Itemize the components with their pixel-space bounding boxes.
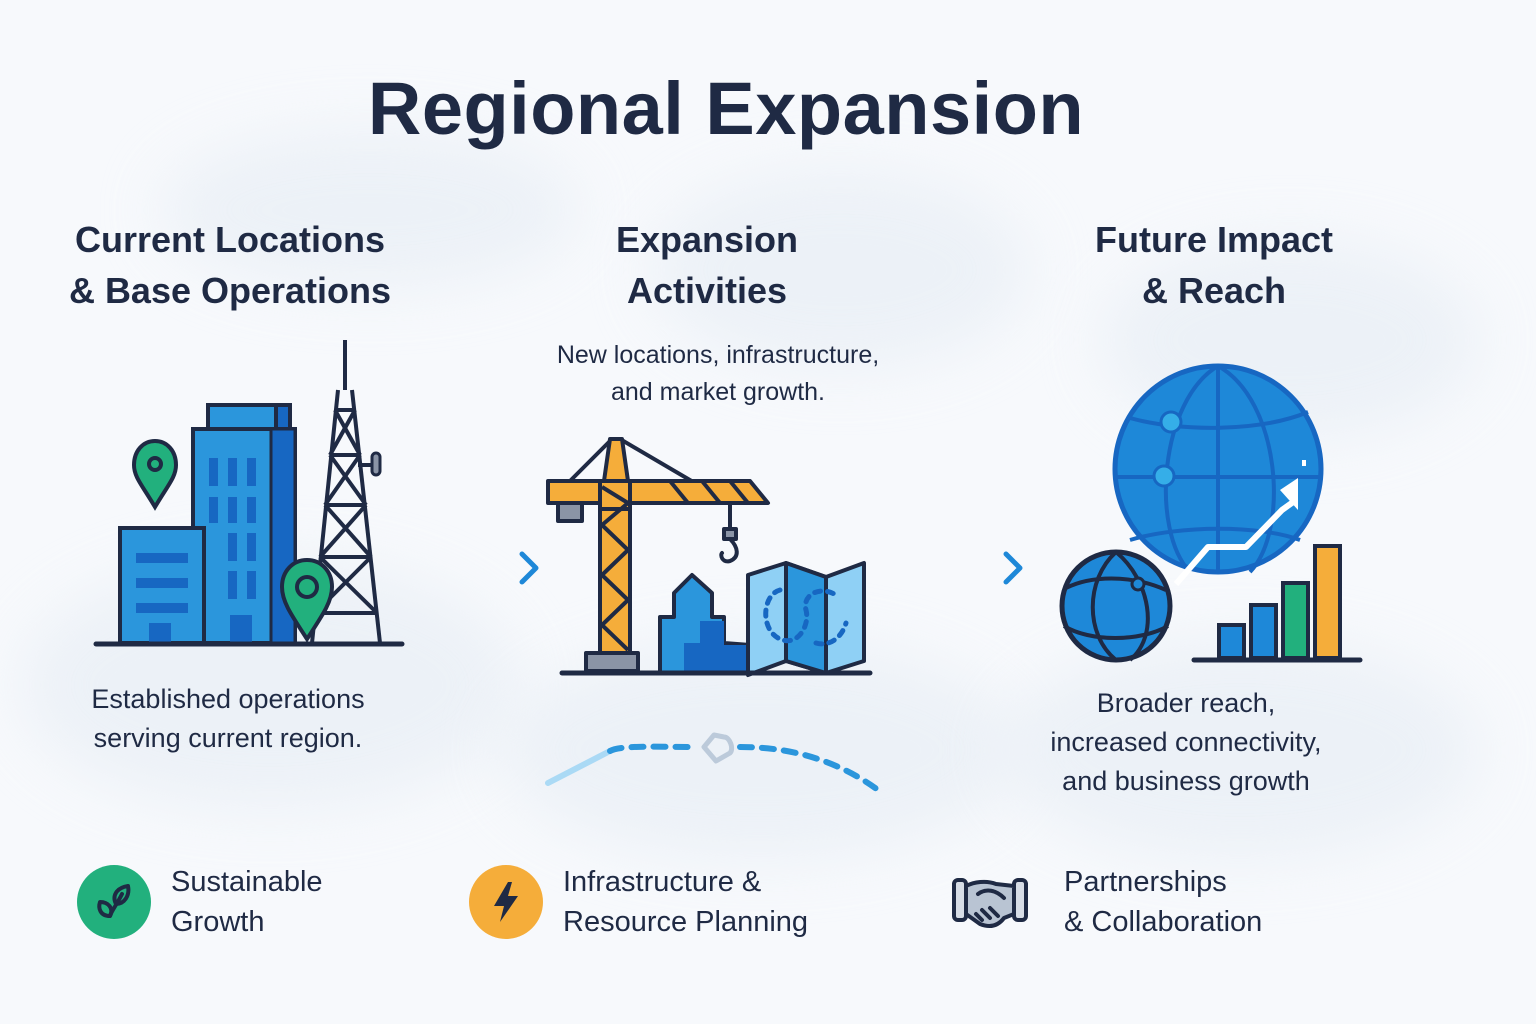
column-heading-current: Current Locations & Base Operations: [30, 214, 430, 316]
column-description-current: Established operations serving current r…: [28, 680, 428, 758]
heading-line: Future Impact: [1094, 219, 1334, 260]
feature-partnerships: Partnerships & Collaboration: [950, 862, 1262, 942]
background-cloud: [160, 130, 580, 290]
description-line: and market growth.: [611, 378, 825, 406]
heading-line: Activities: [626, 270, 788, 311]
background-cloud: [1000, 640, 1480, 860]
feature-label-line: Infrastructure &: [563, 866, 762, 898]
globe-growth-chart-icon: [1059, 363, 1363, 663]
description-line: serving current region.: [93, 723, 363, 753]
feature-label-line: Growth: [171, 906, 265, 938]
feature-label-line: & Collaboration: [1064, 906, 1263, 938]
column-description-expansion: New locations, infrastructure, and marke…: [518, 337, 918, 411]
heading-line: & Reach: [1141, 270, 1287, 311]
column-heading-future: Future Impact & Reach: [1014, 214, 1414, 316]
description-line: and business growth: [1062, 766, 1310, 796]
heading-line: Expansion: [615, 219, 799, 260]
feature-label: Infrastructure & Resource Planning: [563, 862, 808, 942]
lightning-bolt-icon: [469, 865, 543, 939]
arrow-right-icon: [903, 551, 1023, 585]
feature-sustainable-growth: Sustainable Growth: [77, 862, 323, 942]
description-line: Broader reach,: [1096, 688, 1276, 718]
feature-label-line: Partnerships: [1064, 866, 1227, 898]
leaf-icon: [77, 865, 151, 939]
description-line: increased connectivity,: [1050, 727, 1322, 757]
feature-label: Sustainable Growth: [171, 862, 323, 942]
page-title: Regional Expansion: [367, 67, 1085, 150]
city-buildings-tower-pins-icon: [93, 340, 405, 647]
handshake-icon: [950, 865, 1030, 939]
feature-label-line: Resource Planning: [563, 906, 809, 938]
crane-building-map-icon: [546, 437, 873, 677]
description-line: New locations, infrastructure,: [556, 341, 880, 369]
description-line: Established operations: [91, 684, 365, 714]
column-heading-expansion: Expansion Activities: [507, 214, 907, 316]
feature-label-line: Sustainable: [171, 866, 323, 898]
feature-infrastructure-planning: Infrastructure & Resource Planning: [469, 862, 808, 942]
heading-line: Current Locations: [74, 219, 386, 260]
arrow-right-icon: [439, 551, 539, 585]
column-description-future: Broader reach, increased connectivity, a…: [986, 684, 1386, 801]
dashed-route-path: [545, 732, 881, 793]
feature-label: Partnerships & Collaboration: [1064, 862, 1262, 942]
heading-line: & Base Operations: [68, 270, 392, 311]
background-cloud: [650, 170, 1030, 370]
